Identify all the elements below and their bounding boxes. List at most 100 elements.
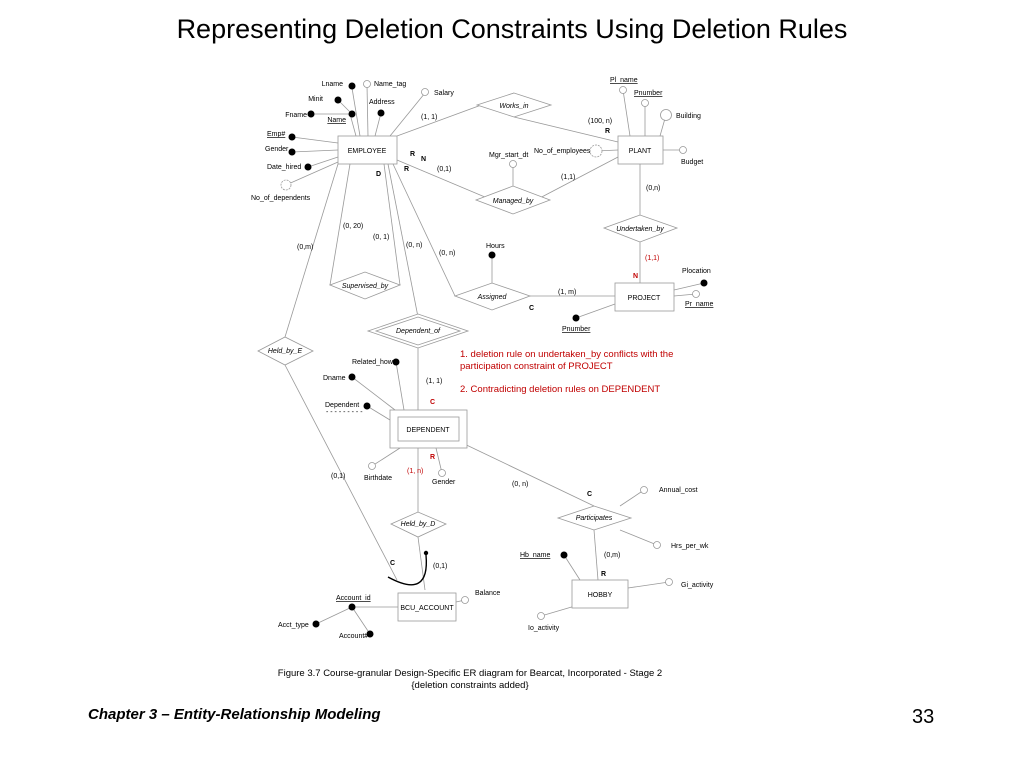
entity-dependent[interactable]: DEPENDENT (389, 409, 468, 449)
svg-text:Fname: Fname (285, 112, 307, 119)
svg-text:Mgr_start_dt: Mgr_start_dt (489, 152, 528, 159)
entity-bcu-account[interactable]: BCU_ACCOUNT (397, 592, 457, 622)
svg-text:HOBBY: HOBBY (588, 592, 613, 599)
relationship-held-by-e[interactable]: Held_by_E (257, 336, 314, 366)
svg-text:Name: Name (327, 117, 346, 124)
svg-text:Emp#: Emp# (267, 131, 285, 138)
svg-text:Acct_type: Acct_type (278, 622, 309, 629)
svg-text:Pnumber: Pnumber (634, 90, 663, 97)
svg-text:Building: Building (676, 113, 701, 120)
svg-text:Gender: Gender (432, 479, 456, 486)
svg-text:Pl_name: Pl_name (610, 77, 638, 84)
svg-text:(0, 20): (0, 20) (343, 223, 363, 230)
relationship-held-by-d[interactable]: Held_by_D (390, 511, 447, 538)
svg-text:(100, n): (100, n) (588, 118, 612, 125)
relationship-managed-by[interactable]: Managed_by (474, 185, 552, 215)
svg-text:R: R (410, 151, 415, 158)
svg-text:No_of_dependents: No_of_dependents (251, 195, 311, 202)
relationship-works-in[interactable]: Works_in (475, 92, 553, 118)
svg-text:Account_id: Account_id (336, 595, 371, 602)
relationship-supervised-by[interactable]: Supervised_by (328, 271, 402, 300)
svg-text:Dname: Dname (323, 375, 346, 382)
svg-text:(0,1): (0,1) (437, 166, 451, 173)
svg-text:(1, 1): (1, 1) (421, 114, 437, 121)
svg-text:R: R (430, 454, 435, 461)
svg-text:N: N (633, 273, 638, 280)
svg-text:Balance: Balance (475, 590, 500, 597)
svg-text:(0,1): (0,1) (331, 473, 345, 480)
svg-text:Hours: Hours (486, 243, 505, 250)
svg-text:Address: Address (369, 99, 395, 106)
deletion-rule-labels: R R N R D N C C R C R C (376, 128, 638, 578)
svg-text:Salary: Salary (434, 90, 454, 97)
svg-text:(1, 1): (1, 1) (426, 378, 442, 385)
entity-plant[interactable]: PLANT (617, 135, 664, 165)
entity-hobby[interactable]: HOBBY (571, 579, 629, 609)
svg-text:R: R (605, 128, 610, 135)
svg-text:(0,1): (0,1) (433, 563, 447, 570)
note-1-line-1: 1. deletion rule on undertaken_by confli… (460, 349, 674, 360)
svg-text:C: C (430, 399, 435, 406)
svg-text:Participates: Participates (576, 515, 613, 522)
caption-line-2: {deletion constraints added} (411, 680, 529, 691)
svg-text:Minit: Minit (308, 96, 323, 103)
cardinality-labels: (1, 1) (100, n) (0,1) (1,1) (0,n) (1,1) … (297, 114, 660, 570)
svg-text:EMPLOYEE: EMPLOYEE (348, 148, 387, 155)
relationship-participates[interactable]: Participates (556, 505, 633, 531)
slide-title: Representing Deletion Constraints Using … (176, 14, 848, 44)
attribute-labels: Lname Name_tag Minit Address Salary Fnam… (251, 77, 714, 640)
svg-text:Works_in: Works_in (499, 103, 528, 110)
svg-text:Held_by_D: Held_by_D (401, 521, 436, 528)
svg-text:Supervised_by: Supervised_by (342, 283, 389, 290)
relationship-undertaken-by[interactable]: Undertaken_by (602, 214, 679, 243)
relationship-dependent-of[interactable]: Dependent_of (366, 313, 470, 349)
svg-text:D: D (376, 171, 381, 178)
svg-text:BCU_ACCOUNT: BCU_ACCOUNT (400, 605, 454, 612)
svg-text:Held_by_E: Held_by_E (268, 348, 303, 355)
relationship-assigned[interactable]: Assigned (453, 282, 532, 311)
footer-chapter: Chapter 3 – Entity-Relationship Modeling (88, 706, 381, 723)
svg-text:Date_hired: Date_hired (267, 164, 301, 171)
svg-text:PLANT: PLANT (629, 148, 652, 155)
entity-project[interactable]: PROJECT (614, 282, 675, 312)
connector-lines (284, 84, 705, 635)
svg-text:R: R (404, 166, 409, 173)
svg-text:- - - - - - - - -: - - - - - - - - - (326, 409, 363, 416)
svg-text:(0, n): (0, n) (439, 250, 455, 257)
svg-text:Managed_by: Managed_by (493, 198, 534, 205)
svg-text:N: N (421, 156, 426, 163)
svg-text:Hrs_per_wk: Hrs_per_wk (671, 543, 709, 550)
svg-text:R: R (601, 571, 606, 578)
svg-text:Account#: Account# (339, 633, 368, 640)
svg-text:Plocation: Plocation (682, 268, 711, 275)
svg-text:Dependent: Dependent (325, 402, 359, 409)
svg-text:Pnumber: Pnumber (562, 326, 591, 333)
svg-text:PROJECT: PROJECT (628, 295, 661, 302)
note-2: 2. Contradicting deletion rules on DEPEN… (460, 384, 661, 395)
caption-line-1: Figure 3.7 Course-granular Design-Specif… (277, 668, 663, 679)
note-1-line-2: participation constraint of PROJECT (460, 361, 613, 372)
figure-caption: Figure 3.7 Course-granular Design-Specif… (200, 668, 740, 692)
svg-text:(0,m): (0,m) (604, 552, 620, 559)
note-1: 1. deletion rule on undertaken_by confli… (460, 349, 673, 373)
entity-employee[interactable]: EMPLOYEE (337, 135, 398, 165)
page-number: 33 (912, 706, 935, 728)
svg-text:(0,n): (0,n) (646, 185, 660, 192)
svg-text:(0, 1): (0, 1) (373, 234, 389, 241)
exclusive-arc (387, 554, 428, 586)
svg-text:Pr_name: Pr_name (685, 301, 714, 308)
svg-text:Birthdate: Birthdate (364, 475, 392, 482)
svg-text:Name_tag: Name_tag (374, 81, 406, 88)
svg-text:Undertaken_by: Undertaken_by (616, 226, 664, 233)
svg-text:(1,1): (1,1) (561, 174, 575, 181)
svg-text:(1, n): (1, n) (407, 468, 423, 475)
svg-text:C: C (390, 560, 395, 567)
svg-text:No_of_employees: No_of_employees (534, 148, 591, 155)
svg-text:Annual_cost: Annual_cost (659, 487, 698, 494)
svg-text:Gender: Gender (265, 146, 289, 153)
svg-text:Hb_name: Hb_name (520, 552, 550, 559)
svg-text:(0, n): (0, n) (512, 481, 528, 488)
svg-text:Io_activity: Io_activity (528, 625, 560, 632)
svg-text:Assigned: Assigned (477, 294, 508, 301)
